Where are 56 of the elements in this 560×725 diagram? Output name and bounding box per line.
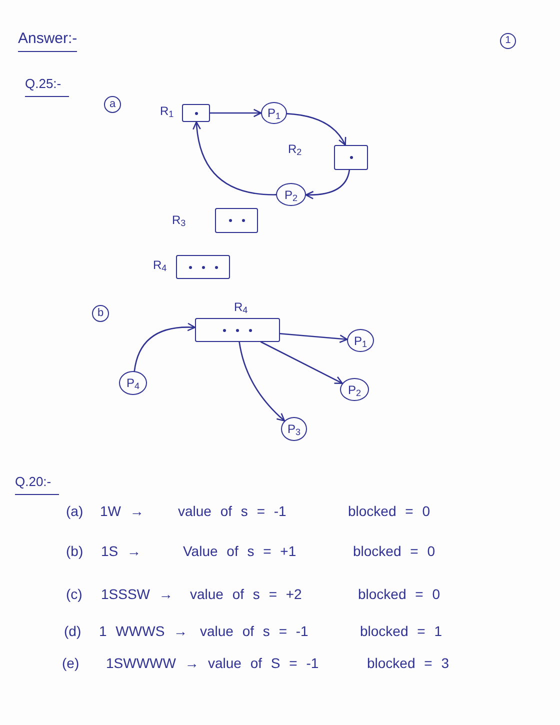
arrow (260, 341, 343, 384)
resource-box (334, 145, 368, 170)
part-marker: a (104, 96, 121, 113)
arrow (192, 121, 277, 196)
row-marker: (e) (62, 655, 80, 672)
operation-sequence: 1S → (101, 543, 142, 560)
process-circle (119, 371, 147, 395)
resource-label: R$_{4}$ (234, 300, 248, 314)
row-marker: (d) (64, 623, 82, 640)
process-circle (347, 329, 374, 352)
row-marker: (b) (66, 543, 84, 560)
question-heading: Q.20:- (15, 474, 60, 495)
arrow (279, 332, 348, 343)
resource-box (215, 208, 258, 233)
semaphore-value: value of s = +2 (190, 586, 302, 603)
operation-sequence: 1W → (100, 503, 144, 520)
semaphore-value: value of s = -1 (200, 623, 308, 640)
question-heading: Q.25:- (25, 76, 70, 97)
blocked-count: blocked = 0 (353, 543, 435, 560)
resource-label: R$_{2}$ (288, 142, 302, 156)
resource-box (176, 255, 230, 279)
operation-sequence: 1SSSW → (101, 586, 173, 603)
blocked-count: blocked = 0 (358, 586, 440, 603)
process-label: P$_{1}$ (354, 334, 368, 348)
resource-label: R$_{4}$ (153, 258, 167, 272)
blocked-count: blocked = 0 (348, 503, 430, 520)
arrow (286, 113, 346, 146)
process-circle (276, 183, 306, 206)
operation-sequence: 1 WWWS → (99, 623, 188, 640)
row-marker: (c) (66, 586, 82, 603)
arrow (238, 341, 286, 422)
semaphore-value: Value of s = +1 (183, 543, 296, 560)
resource-box (182, 104, 210, 122)
process-circle (281, 417, 307, 441)
operation-sequence: 1SWWWW → (106, 655, 199, 672)
semaphore-value: value of S = -1 (208, 655, 319, 672)
page-number: 1 (500, 33, 516, 49)
process-label: P$_{4}$ (126, 376, 140, 390)
resource-box (195, 318, 280, 342)
semaphore-value: value of s = -1 (178, 503, 286, 520)
process-label: P$_{3}$ (287, 422, 301, 436)
part-marker: b (92, 305, 109, 322)
answer-heading: Answer:- (18, 30, 78, 52)
arrow (305, 169, 350, 200)
process-label: P$_{1}$ (267, 106, 281, 120)
process-circle (261, 102, 287, 124)
blocked-count: blocked = 3 (367, 655, 449, 672)
resource-label: R$_{1}$ (160, 104, 174, 118)
process-label: P$_{2}$ (284, 188, 298, 202)
blocked-count: blocked = 1 (360, 623, 442, 640)
process-label: P$_{2}$ (348, 382, 362, 396)
arrow (134, 323, 196, 372)
resource-label: R$_{3}$ (172, 213, 186, 227)
process-circle (340, 378, 369, 401)
row-marker: (a) (66, 503, 84, 520)
arrow (209, 108, 262, 118)
